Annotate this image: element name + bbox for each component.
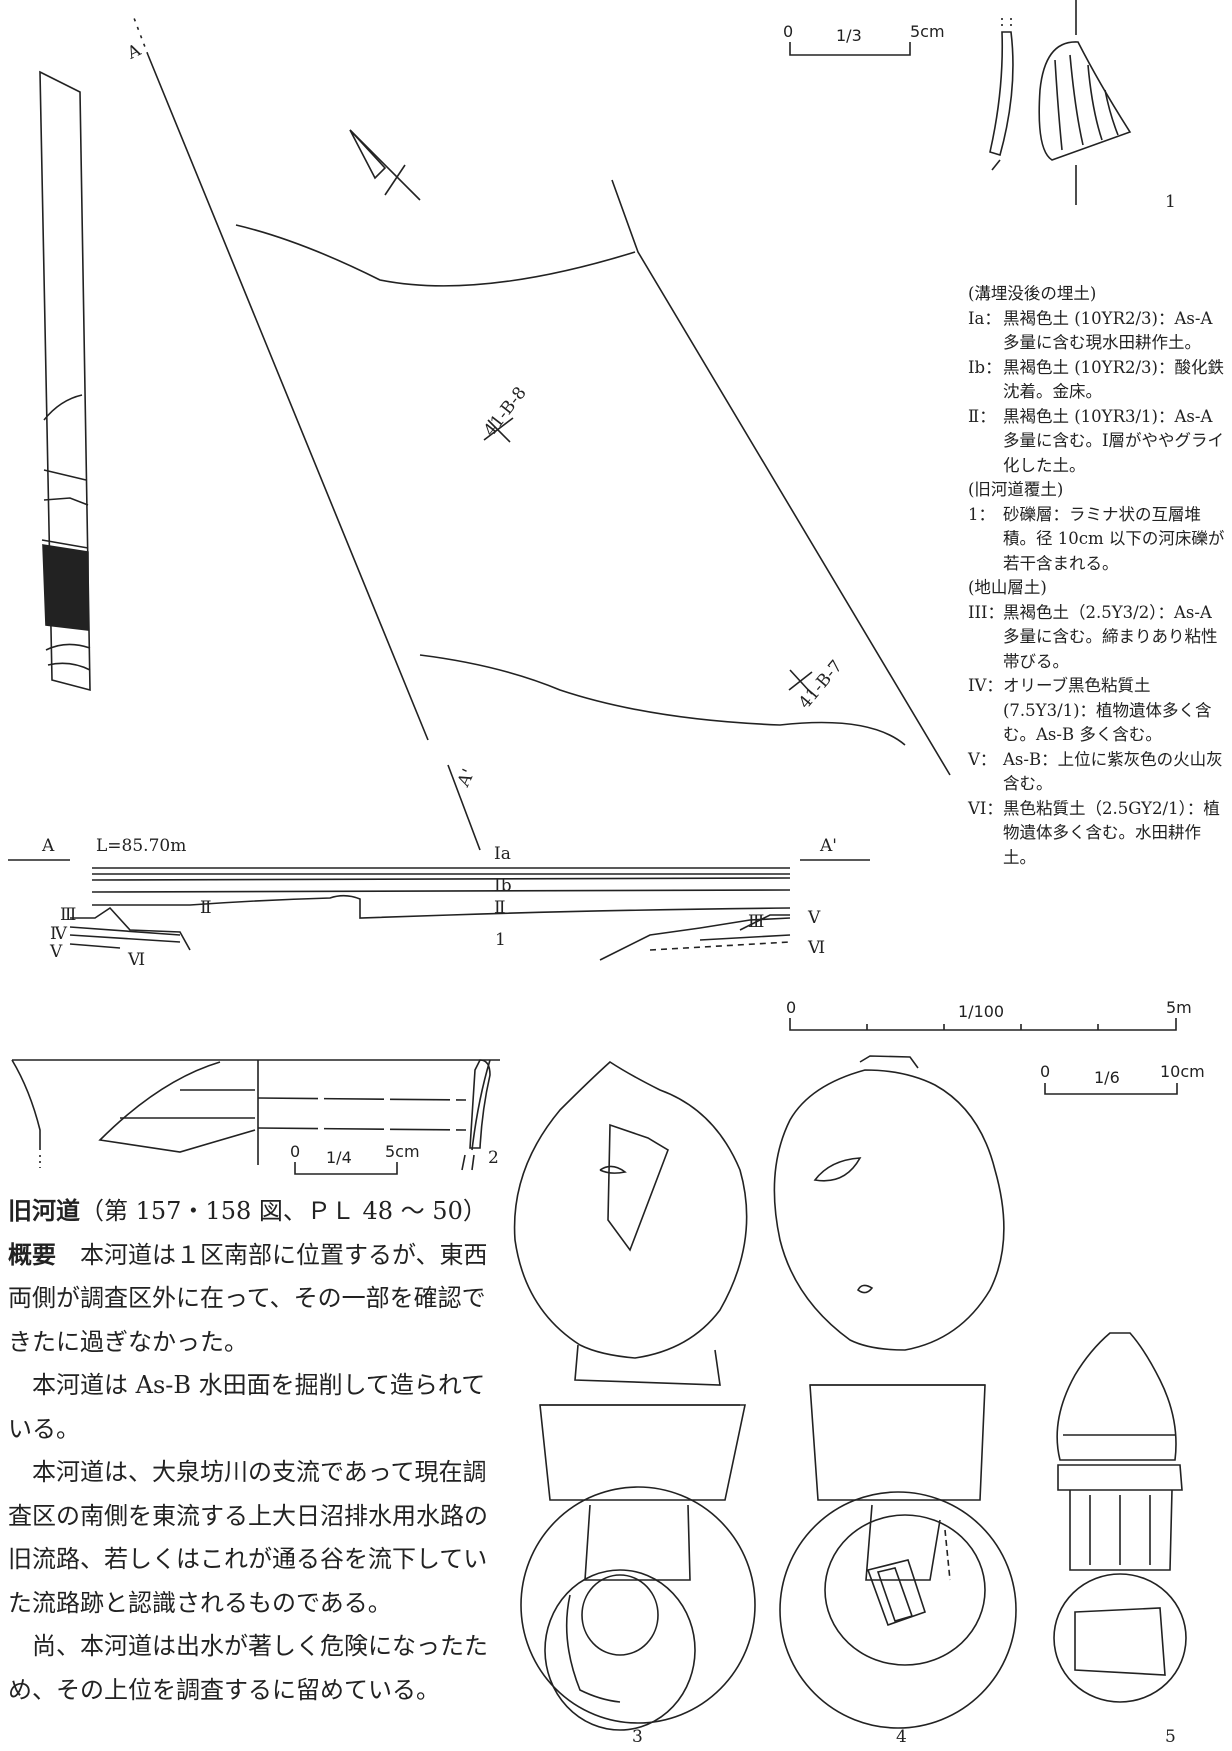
body-text: 旧河道（第 157・158 図、ＰＬ 48 ～ 50） 概要 本河道は１区南部に… <box>8 1190 488 1712</box>
scale-1-6-ratio: 1/6 <box>1094 1068 1120 1087</box>
legend-entry: Ⅰb：黒褐色土 (10YR2/3)：酸化鉄沈着。金床。 <box>968 357 1224 402</box>
scale-1-3-end: 5cm <box>910 22 945 41</box>
legend-group-2-heading: (旧河道覆土) <box>968 480 1064 499</box>
section-layer-iii-left: Ⅲ <box>60 905 77 925</box>
paragraph: 本河道は、大泉坊川の支流であって現在調査区の南側を東流する上大日沼排水用水路の旧… <box>8 1458 488 1617</box>
section-layer-ia: Ⅰa <box>494 844 511 864</box>
legend-entry: Ⅰa：黒褐色土 (10YR2/3)：As-A 多量に含む現水田耕作土。 <box>968 308 1213 353</box>
gaiyou-label: 概要 <box>8 1240 56 1269</box>
section-layer-ii-left: Ⅱ <box>200 898 212 918</box>
artifact-number-5: 5 <box>1165 1727 1176 1747</box>
long-profile-strip <box>39 70 91 692</box>
legend-entry: IV：オリーブ黒色粘質土 (7.5Y3/1)：植物遺体多く含む。As-B 多く含… <box>968 676 1212 744</box>
scale-1-4-end: 5cm <box>385 1142 420 1161</box>
paragraph: 尚、本河道は出水が著しく危険になったため、その上位を調査するに留めている。 <box>8 1632 488 1704</box>
scale-1-4-zero: 0 <box>290 1142 301 1161</box>
scale-bar-1-3 <box>789 42 911 56</box>
scale-bar-1-4 <box>294 1162 398 1175</box>
section-point-a-prime: A' <box>820 836 837 856</box>
paragraph: 本河道は As-B 水田面を掘削して造られている。 <box>8 1371 486 1443</box>
section-layer-v-left: Ⅴ <box>50 942 63 962</box>
artifact-3-drawing <box>513 1060 756 1731</box>
scale-1-100-end: 5m <box>1166 998 1192 1017</box>
artifact-number-3: 3 <box>632 1727 643 1747</box>
section-layer-vi-right: Ⅵ <box>808 938 826 958</box>
section-layer-iv-left: Ⅳ <box>50 924 67 944</box>
legend-entry: 1：砂礫層：ラミナ状の互層堆積。径 10cm 以下の河床礫が若干含まれる。 <box>968 504 1225 573</box>
scale-1-6-zero: 0 <box>1040 1062 1051 1081</box>
scale-1-100-zero: 0 <box>786 998 797 1017</box>
soil-legend: (溝埋没後の埋土) Ⅰa：黒褐色土 (10YR2/3)：As-A 多量に含む現水… <box>968 282 1230 870</box>
section-elevation: L=85.70m <box>96 836 187 856</box>
section-layer-vi-left: Ⅵ <box>128 950 146 970</box>
legend-group-3-heading: (地山層土) <box>968 578 1047 597</box>
section-layer-iii-right: Ⅲ <box>748 912 765 932</box>
artifact-number-1: 1 <box>1165 192 1176 212</box>
artifact-number-2: 2 <box>488 1148 499 1168</box>
heading-reference: （第 157・158 図、ＰＬ 48 ～ 50） <box>80 1197 487 1225</box>
section-drawing <box>8 859 870 961</box>
legend-entry: Ⅱ：黒褐色土 (10YR3/1)：As-A 多量に含む。Ⅰ層がややグライ化した土… <box>968 406 1225 475</box>
section-layer-1: 1 <box>495 930 506 950</box>
legend-group-1-heading: (溝埋没後の埋土) <box>968 284 1097 303</box>
artifact-4-drawing <box>773 1055 1017 1729</box>
scale-1-3-zero: 0 <box>783 22 794 41</box>
legend-entry: VI：黒色粘質土（2.5GY2/1）：植物遺体多く含む。水田耕作土。 <box>968 798 1220 867</box>
section-layer-ii-center: Ⅱ <box>494 898 506 918</box>
artifact-2-drawing <box>11 1059 500 1171</box>
section-layer-ib: Ⅰb <box>494 876 512 896</box>
scale-1-100-ratio: 1/100 <box>958 1002 1005 1021</box>
heading-title: 旧河道 <box>8 1197 80 1225</box>
scale-bar-1-6 <box>1044 1083 1178 1095</box>
artifact-number-4: 4 <box>896 1727 907 1747</box>
artifact-5-drawing <box>1053 1332 1187 1703</box>
paragraph: 概要 本河道は１区南部に位置するが、東西両側が調査区外に在って、その一部を確認で… <box>8 1240 488 1356</box>
scale-bar-1-100 <box>789 1018 1177 1031</box>
section-point-a: A <box>42 836 55 856</box>
scale-1-4-ratio: 1/4 <box>326 1148 352 1167</box>
scale-1-3-ratio: 1/3 <box>836 26 862 45</box>
scale-1-6-end: 10cm <box>1160 1062 1205 1081</box>
section-layer-v-right: Ⅴ <box>808 908 821 928</box>
legend-entry: III：黒褐色土（2.5Y3/2）：As-A 多量に含む。締まりあり粘性帯びる。 <box>968 602 1218 671</box>
section-heading: 旧河道（第 157・158 図、ＰＬ 48 ～ 50） <box>8 1190 488 1234</box>
plan-view <box>133 17 951 851</box>
artifact-1-drawing <box>989 0 1132 205</box>
legend-entry: V：As-B：上位に紫灰色の火山灰含む。 <box>968 749 1223 794</box>
